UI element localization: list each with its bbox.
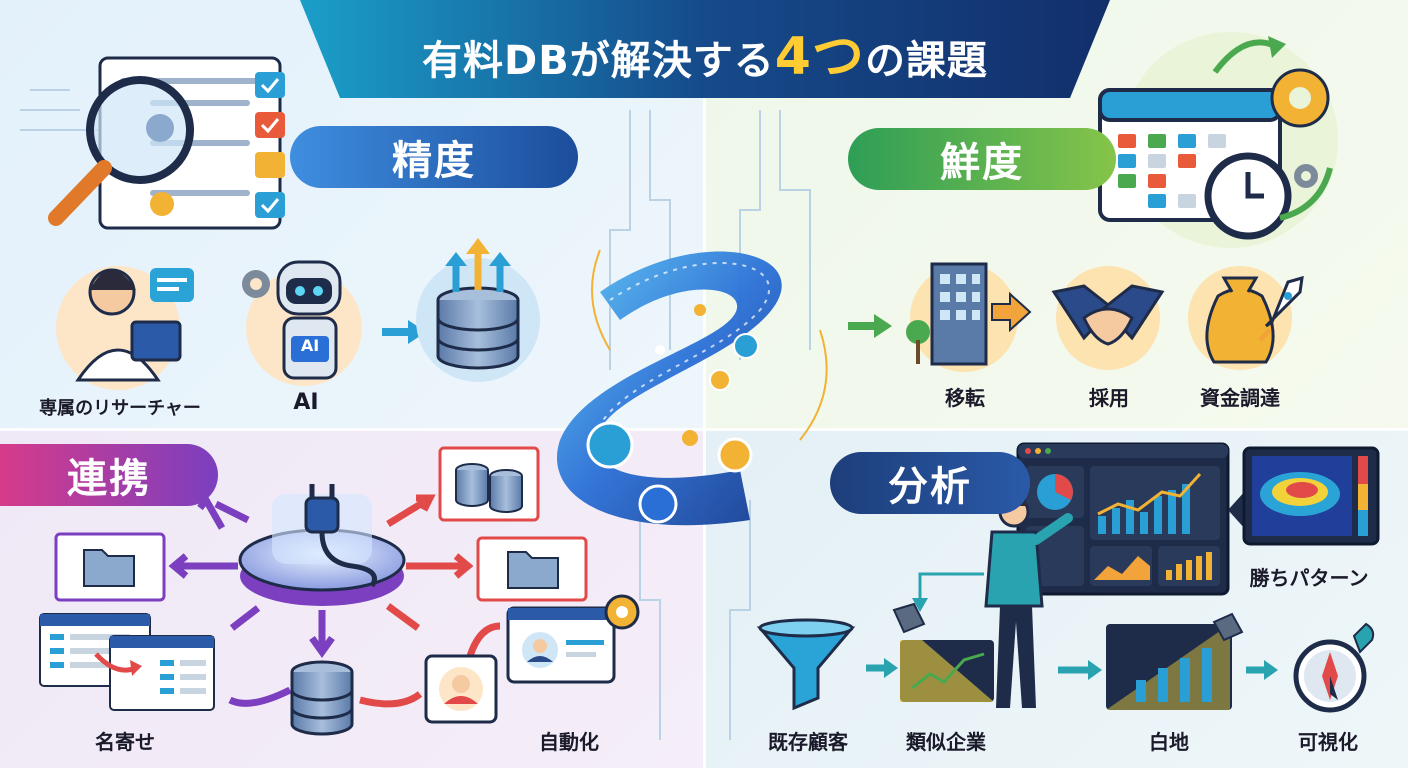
label-researcher: 専属のリサーチャー: [39, 398, 201, 419]
database-stack-icon: [438, 446, 540, 522]
analytics-dashboard: [1016, 442, 1230, 596]
folder-icon-left: [54, 532, 166, 602]
central-database-icon: [290, 660, 354, 736]
data-stream: [556, 249, 828, 526]
compass-icon: [1293, 622, 1375, 713]
integration-hub: [238, 484, 406, 606]
funnel-icon: [756, 618, 856, 711]
label-winning-pattern: 勝ちパターン: [1249, 566, 1369, 590]
horizontal-divider: [0, 428, 1408, 431]
label-hiring: 採用: [1089, 386, 1129, 410]
freshness-heading: 鮮度: [848, 128, 1116, 190]
title-suffix: の課題: [864, 38, 988, 84]
label-whitespace: 白地: [1149, 730, 1189, 754]
whitespace-chart-icon: [1106, 612, 1244, 710]
database-growth-icon: [416, 238, 540, 382]
title-highlight: 4つ: [774, 27, 865, 87]
label-automation: 自動化: [539, 730, 599, 754]
name-merge-icon: [39, 613, 215, 711]
vertical-divider: [703, 0, 706, 768]
office-relocation-icon: [906, 262, 1032, 372]
title-banner-shape: [300, 0, 1110, 98]
label-name-merge: 名寄せ: [95, 730, 155, 754]
analysis-heading: 分析: [830, 452, 1030, 514]
analyst-person: [984, 496, 1073, 708]
integration-heading: 連携: [0, 444, 218, 506]
label-existing-customers: 既存顧客: [768, 730, 848, 754]
label-similar-companies: 類似企業: [906, 730, 986, 754]
handshake-icon: [1051, 266, 1165, 370]
accuracy-heading: 精度: [290, 126, 578, 188]
integration-arrows: [168, 493, 501, 708]
automation-profile-icon: [424, 594, 640, 724]
magnifier-document-icon: [48, 56, 285, 230]
heatmap-panel: [1228, 446, 1380, 546]
label-ai: AI: [293, 390, 319, 415]
researcher-icon: [56, 266, 194, 390]
calendar-clock-icon: [1098, 32, 1338, 248]
similar-company-icon: [892, 602, 994, 702]
title-prefix: 有料DBが解決する: [422, 38, 775, 84]
money-rocket-icon: [1188, 266, 1304, 370]
folder-icon-right: [476, 536, 588, 602]
ai-robot-icon: [242, 260, 362, 386]
page-title: 有料DBが解決する4つの課題: [300, 14, 1110, 89]
ai-badge: AI: [300, 336, 320, 355]
label-relocation: 移転: [945, 386, 985, 410]
connector-line: [918, 572, 984, 600]
label-fundraising: 資金調達: [1200, 386, 1280, 410]
label-visualize: 可視化: [1298, 730, 1358, 754]
